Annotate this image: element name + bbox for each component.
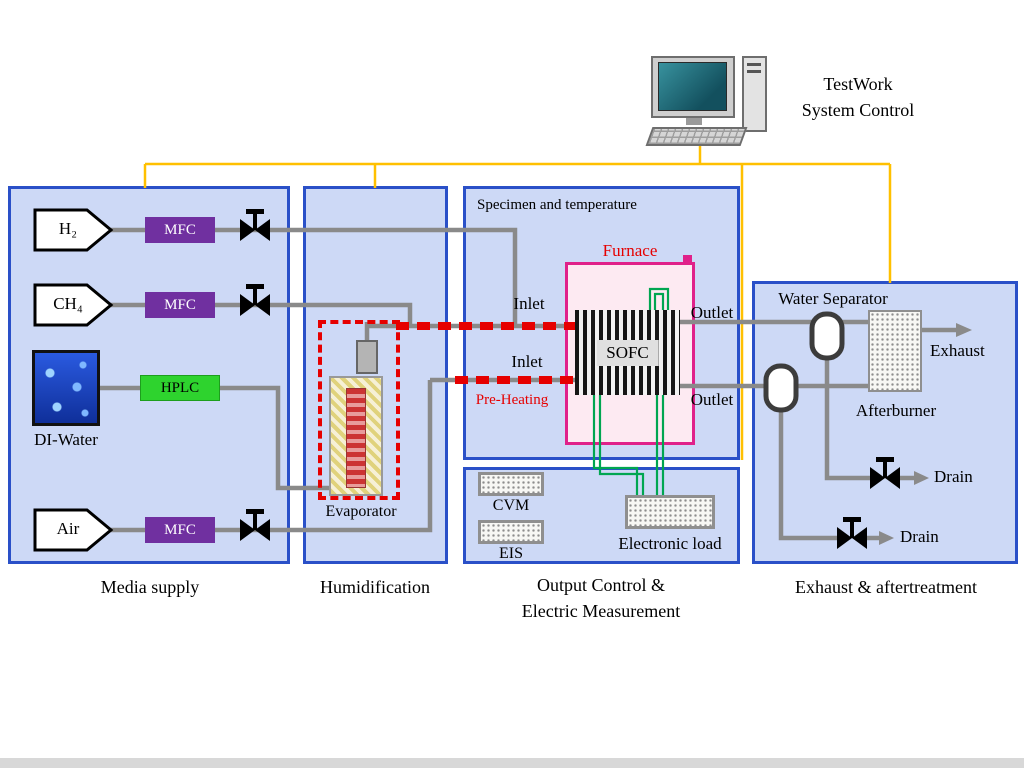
- mfc-air: MFC: [145, 517, 215, 543]
- mfc-ch4: MFC: [145, 292, 215, 318]
- di-water-label: DI-Water: [34, 430, 98, 449]
- drain-top-arrow: [914, 471, 929, 485]
- mfc-h2: MFC: [145, 217, 215, 243]
- computer-screen: [658, 62, 727, 111]
- outlet-bottom-label: Outlet: [690, 390, 734, 409]
- water-separator-top: [809, 311, 845, 361]
- afterburner-label: Afterburner: [855, 401, 937, 420]
- output-control-caption-line1: Output Control &: [536, 575, 665, 595]
- heated-lines: [396, 322, 576, 384]
- computer-keyboard: [645, 127, 748, 146]
- pipe-water: [95, 385, 345, 491]
- electronic-load-label: Electronic load: [618, 534, 722, 553]
- evaporator-label: Evaporator: [325, 503, 397, 520]
- specimen-header: Specimen and temperature: [477, 197, 637, 213]
- output-control-caption-line2: Electric Measurement: [521, 601, 681, 621]
- air-tag-shape: [33, 508, 114, 552]
- sofc-stack: SOFC: [575, 310, 680, 395]
- eis-label: EIS: [499, 545, 523, 562]
- valve-h2-icon: [240, 209, 270, 241]
- valve-drain-bottom-icon: [837, 517, 867, 549]
- exhaust-label: Exhaust: [930, 341, 985, 360]
- pipe-drain-top: [824, 356, 872, 481]
- drain-top-label: Drain: [934, 467, 973, 486]
- sofc-label: SOFC: [596, 339, 659, 366]
- humidification-box: [303, 186, 448, 564]
- eis-unit: [478, 520, 544, 544]
- exhaust-box: [752, 281, 1018, 564]
- water-separator-bottom: [763, 363, 799, 413]
- control-lines: [143, 146, 892, 460]
- system-control-title-line1: TestWork: [823, 74, 893, 94]
- evaporator-fitting: [356, 340, 378, 374]
- pipe-h2: [100, 227, 518, 328]
- exhaust-arrow: [956, 323, 972, 337]
- di-water-tank: [32, 350, 100, 426]
- ch4-label: CH₄: [53, 294, 83, 313]
- evaporator-heated-zone: [318, 320, 400, 500]
- humidification-caption: Humidification: [320, 577, 430, 597]
- drain-bottom-label: Drain: [900, 527, 939, 546]
- electrical-wires: [592, 287, 670, 497]
- hplc-pump: HPLC: [140, 375, 220, 401]
- furnace-label: Furnace: [602, 241, 658, 260]
- flow-arrows: [879, 323, 972, 545]
- exhaust-caption: Exhaust & aftertreatment: [795, 577, 977, 597]
- valve-air-icon: [240, 509, 270, 541]
- electronic-load-unit: [625, 495, 715, 529]
- water-separators: [763, 311, 845, 413]
- air-label: Air: [56, 519, 80, 538]
- cvm-label: CVM: [492, 497, 530, 514]
- pipe-drain-bottom: [778, 410, 839, 541]
- tower-slot-2: [747, 70, 761, 73]
- computer-tower: [742, 56, 767, 132]
- system-control-title-line2: System Control: [801, 100, 915, 120]
- furnace-corner-marker: [683, 255, 692, 264]
- valve-drain-top-icon: [870, 457, 900, 489]
- h2-tag-shape: [33, 208, 114, 252]
- drain-bottom-arrow: [879, 531, 894, 545]
- inlet-top-label: Inlet: [513, 294, 545, 313]
- media-supply-caption: Media supply: [100, 577, 200, 597]
- media-tags: [33, 208, 114, 552]
- outlet-top-label: Outlet: [690, 303, 734, 322]
- cvm-unit: [478, 472, 544, 496]
- water-separator-label: Water Separator: [778, 289, 888, 308]
- inlet-bottom-label: Inlet: [511, 352, 543, 371]
- evaporator-coil: [346, 388, 366, 488]
- ch4-tag-shape: [33, 283, 114, 327]
- pre-heating-label: Pre-Heating: [475, 392, 549, 408]
- h2-label: H₂: [58, 219, 78, 238]
- afterburner-unit: [868, 310, 922, 392]
- valve-ch4-icon: [240, 284, 270, 316]
- tower-slot-1: [747, 63, 761, 66]
- monitor-stand: [686, 118, 702, 125]
- bottom-edge: [0, 758, 1024, 768]
